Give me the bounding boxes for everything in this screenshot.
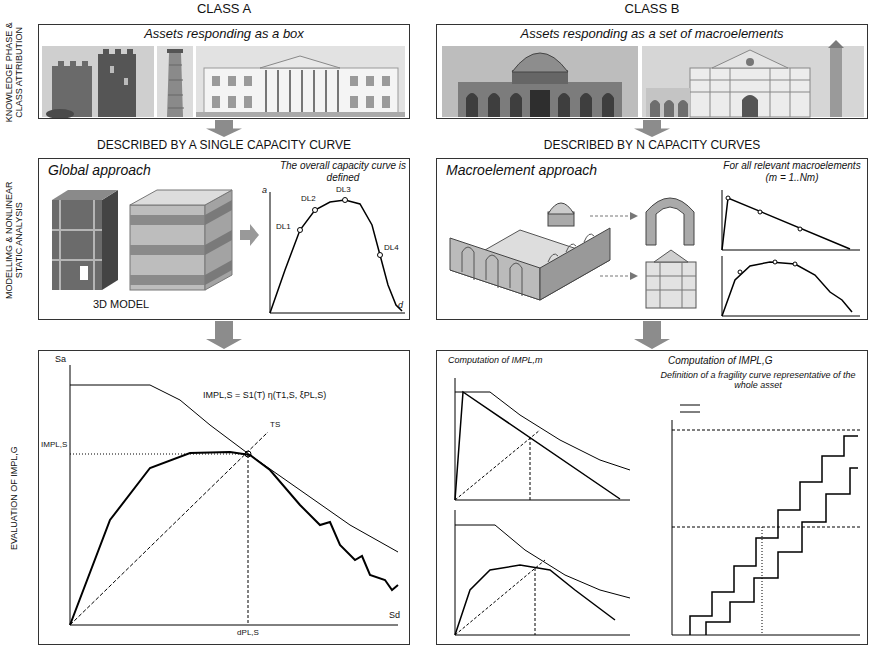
panel-text: Definition of a fragility curve represen… xyxy=(658,370,858,391)
flow-arrow xyxy=(206,321,242,349)
flow-arrow xyxy=(206,120,242,137)
axis-label: a xyxy=(262,185,267,195)
panel-text: The overall capacity curve is defined xyxy=(278,160,408,183)
row-label: KNOWLEDGE PHASE & CLASS ATTRIBUTION xyxy=(4,12,25,132)
axis-label: TS xyxy=(270,420,280,429)
asset-panel: Assets responding as a box xyxy=(38,24,410,119)
column-header: CLASS A xyxy=(197,2,251,17)
axis-label: Sa xyxy=(55,354,66,364)
panel-text: IMPL,S = S1(T) η(T1,S, ξPL,S) xyxy=(203,390,326,400)
axis-label: IMPL,S xyxy=(41,440,67,449)
axis-label: DL2 xyxy=(301,194,316,203)
axis-label: Sd xyxy=(389,610,400,620)
column-header: CLASS B xyxy=(625,2,680,17)
row-label: MODELLIMG & NONLINEAR STATIC ANALYSIS xyxy=(4,165,25,315)
evaluation-panel: Computation of IMPL,m Computation of IMPL… xyxy=(436,350,868,645)
axis-label: DL3 xyxy=(336,185,351,194)
section-heading: DESCRIBED BY N CAPACITY CURVES xyxy=(436,139,868,153)
panel-text: 3D MODEL xyxy=(93,298,149,311)
panel-border xyxy=(436,350,868,645)
section-heading: DESCRIBED BY A SINGLE CAPACITY CURVE xyxy=(38,139,410,153)
axis-label: DL1 xyxy=(276,222,291,231)
row-label: EVALUATION OF IMPL,G xyxy=(9,388,19,608)
model-panel: DESCRIBED BY A SINGLE CAPACITY CURVE Glob… xyxy=(38,138,410,320)
model-panel: DESCRIBED BY N CAPACITY CURVES Macroeleme… xyxy=(436,138,868,320)
panel-text: Assets responding as a box xyxy=(38,27,410,42)
panel-text: Assets responding as a set of macroeleme… xyxy=(436,27,868,42)
axis-label: d xyxy=(398,300,403,310)
panel-text: Macroelement approach xyxy=(446,162,597,178)
axis-label: DL4 xyxy=(384,243,399,252)
panel-text: Computation of IMPL,G xyxy=(668,355,773,367)
panel-text: Global approach xyxy=(48,162,151,178)
evaluation-panel: IMPL,S = S1(T) η(T1,S, ξPL,S) xyxy=(38,350,410,645)
flow-arrow xyxy=(634,120,670,137)
flow-arrow xyxy=(634,321,670,349)
asset-panel: Assets responding as a set of macroeleme… xyxy=(436,24,868,119)
panel-text: For all relevant macroelements (m = 1..N… xyxy=(721,160,863,183)
panel-text: Computation of IMPL,m xyxy=(448,355,543,365)
axis-label: dPL,S xyxy=(237,628,259,637)
